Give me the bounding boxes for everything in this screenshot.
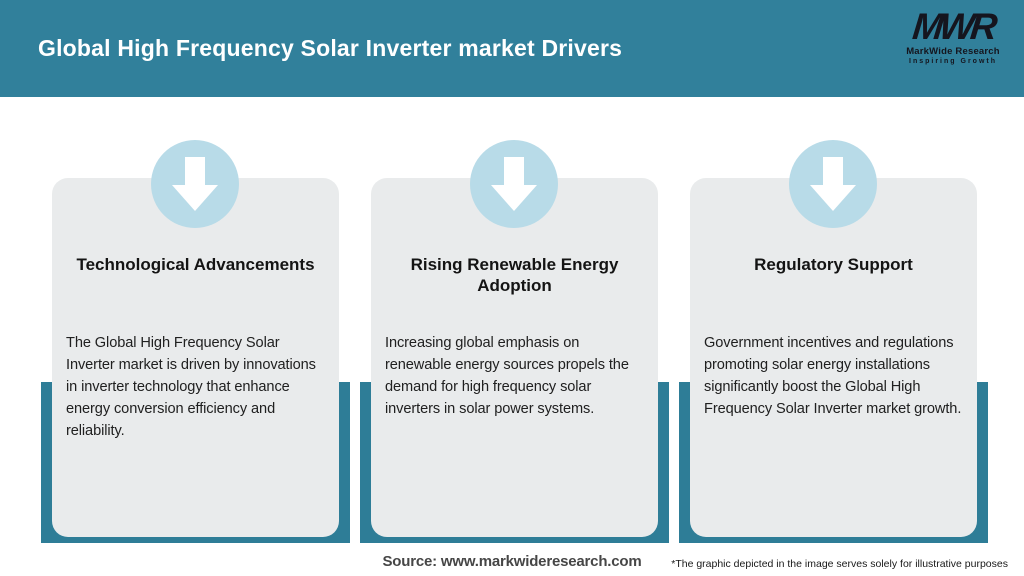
down-arrow-icon — [810, 157, 856, 213]
card-title: Technological Advancements — [76, 255, 315, 274]
card-title: Rising Renewable Energy Adoption — [410, 255, 619, 295]
icon-circle — [151, 140, 239, 228]
card-title: Regulatory Support — [754, 255, 913, 274]
card-body: Government incentives and regulations pr… — [704, 335, 962, 417]
header-bar: Global High Frequency Solar Inverter mar… — [0, 0, 1024, 97]
driver-card: Regulatory Support Government incentives… — [690, 178, 977, 537]
icon-circle — [470, 140, 558, 228]
icon-circle — [789, 140, 877, 228]
card-body: The Global High Frequency Solar Inverter… — [66, 335, 316, 439]
mwr-logo-icon: MWR — [910, 6, 996, 47]
down-arrow-icon — [491, 157, 537, 213]
logo-tagline: Inspiring Growth — [909, 58, 997, 65]
driver-column-2: Rising Renewable Energy Adoption Increas… — [360, 140, 669, 543]
card-body: Increasing global emphasis on renewable … — [385, 335, 629, 417]
disclaimer-text: *The graphic depicted in the image serve… — [671, 558, 1008, 570]
driver-column-3: Regulatory Support Government incentives… — [679, 140, 988, 543]
page-title: Global High Frequency Solar Inverter mar… — [38, 35, 623, 61]
markwide-research-logo: MWR MarkWide Research Inspiring Growth — [898, 6, 1008, 65]
driver-card: Technological Advancements The Global Hi… — [52, 178, 339, 537]
driver-card: Rising Renewable Energy Adoption Increas… — [371, 178, 658, 537]
logo-name: MarkWide Research — [906, 46, 1000, 57]
down-arrow-icon — [172, 157, 218, 213]
driver-column-1: Technological Advancements The Global Hi… — [41, 140, 350, 543]
source-text: Source: www.markwideresearch.com — [382, 553, 642, 570]
